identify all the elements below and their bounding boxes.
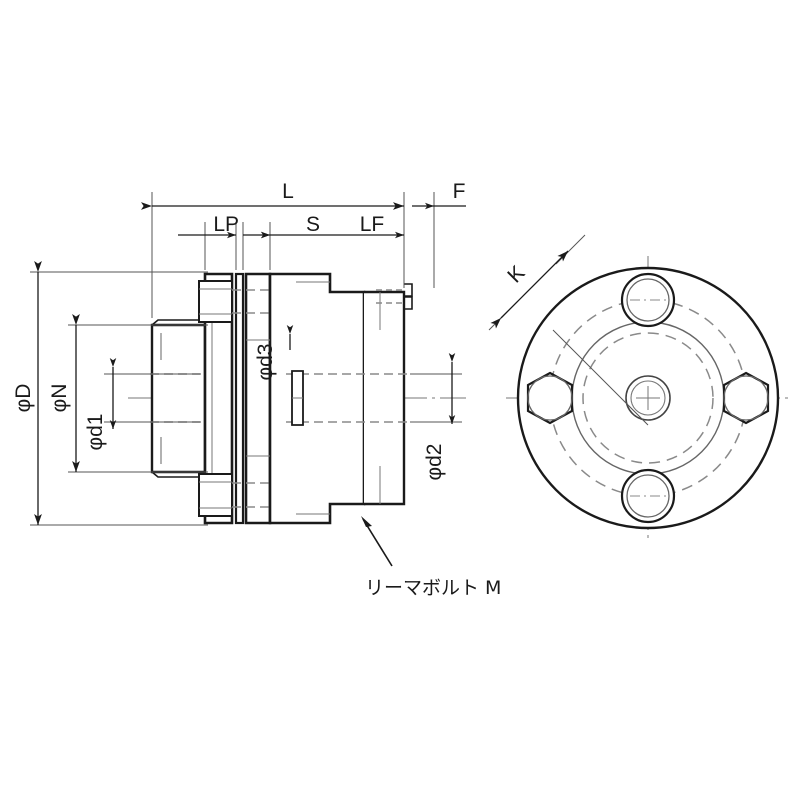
top-extension-lines [151, 192, 435, 318]
right-flange-plate [244, 272, 272, 525]
dimension-label-LP: LP [213, 213, 239, 236]
left-hub-chamfer-bottom [151, 471, 205, 478]
front-view: K [488, 234, 792, 542]
dimension-label-phiN: φN [48, 384, 71, 413]
dimension-label-S: S [306, 213, 320, 236]
bolt-left [526, 371, 574, 425]
left-hub-chamfer-top [151, 319, 205, 326]
bolt-bottom [620, 468, 676, 524]
dimension-label-phid1: φd1 [84, 414, 107, 451]
bolt-right [722, 371, 770, 425]
right-shaft-extension [364, 290, 406, 506]
set-screw-thread-detail [376, 283, 413, 310]
bolt-top [620, 272, 676, 328]
dimension-label-F: F [453, 180, 466, 203]
section-view: リーマボルト M L F LP S LF [12, 180, 501, 599]
left-hub-body [150, 323, 207, 474]
dimension-label-phid2: φd2 [423, 444, 446, 481]
dimension-label-L: L [282, 180, 294, 203]
dimension-line-K [490, 250, 569, 329]
dimension-label-K: K [503, 261, 529, 287]
right-hub-body [268, 272, 366, 525]
reamer-bolt-label: リーマボルト M [365, 577, 501, 599]
reamer-bolt-leader [361, 516, 393, 567]
dimension-label-LF: LF [360, 213, 385, 236]
spacer-gap-element [234, 272, 245, 525]
hub-hidden-circle [582, 332, 714, 464]
dimension-label-phiD: φD [12, 384, 35, 413]
center-bore-crosshair [636, 386, 660, 410]
dimension-label-phid3: φd3 [254, 344, 277, 381]
bolt-head-lower-left [198, 473, 233, 517]
center-bore-inner-circle [630, 380, 666, 416]
bolt-head-upper-left [198, 280, 233, 323]
left-extension-lines [30, 271, 208, 526]
